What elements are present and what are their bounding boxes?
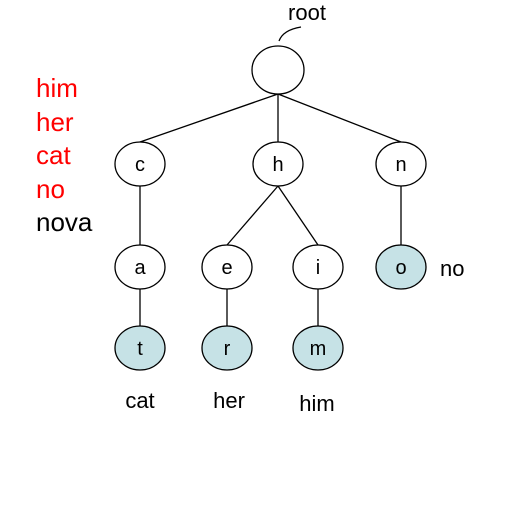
trie-node-shape-t: [114, 325, 166, 371]
trie-nodes: c h n a e i o t r m: [114, 45, 427, 371]
edge-h-i: [277, 185, 319, 246]
word-label-cat: cat: [125, 388, 154, 413]
trie-node-t: t: [114, 325, 166, 371]
word-list-item-her: her: [36, 106, 74, 137]
word-list: him her cat no nova: [36, 72, 92, 240]
trie-node-i: i: [292, 244, 344, 290]
trie-node-shape-i: [292, 244, 344, 290]
word-list-item-him: him: [36, 73, 78, 103]
trie-node-m: m: [292, 325, 344, 371]
edge-h-e: [226, 185, 279, 246]
trie-node-shape-root: [251, 45, 305, 95]
trie-node-char-m: m: [310, 338, 327, 360]
trie-node-char-c: c: [135, 154, 145, 176]
trie-node-char-i: i: [316, 257, 320, 279]
trie-node-shape-o: [375, 244, 427, 290]
trie-node-h: h: [252, 141, 304, 187]
trie-node-shape-h: [252, 141, 304, 187]
word-label-no: no: [440, 256, 464, 281]
trie-node-shape-e: [201, 244, 253, 290]
trie-node-shape-c: [114, 141, 166, 187]
word-label-him: him: [299, 391, 334, 416]
trie-node-shape-n: [375, 141, 427, 187]
word-list-item-cat: cat: [36, 140, 71, 170]
edge-root-n: [277, 93, 402, 143]
word-labels: cat her him no: [125, 256, 464, 416]
trie-node-shape-a: [114, 244, 166, 290]
trie-node-shape-m: [292, 325, 344, 371]
trie-node-root: [251, 45, 305, 95]
trie-node-o: o: [375, 244, 427, 290]
trie-node-char-e: e: [221, 257, 232, 279]
trie-node-char-a: a: [134, 257, 146, 279]
trie-node-c: c: [114, 141, 166, 187]
trie-node-char-n: n: [395, 154, 406, 176]
root-pointer-line: [278, 26, 302, 42]
word-list-item-nova: nova: [36, 207, 93, 237]
trie-node-shape-r: [201, 325, 253, 371]
word-list-item-no: no: [36, 173, 65, 204]
edge-root-c: [139, 93, 279, 143]
trie-node-a: a: [114, 244, 166, 290]
word-label-her: her: [213, 388, 245, 413]
trie-node-char-o: o: [395, 257, 406, 279]
trie-node-char-h: h: [272, 154, 283, 176]
trie-edges: [139, 93, 402, 326]
trie-node-char-t: t: [137, 338, 143, 360]
trie-node-r: r: [201, 325, 253, 371]
trie-node-char-r: r: [224, 338, 231, 360]
trie-node-n: n: [375, 141, 427, 187]
trie-node-e: e: [201, 244, 253, 290]
root-label: root: [288, 0, 326, 25]
